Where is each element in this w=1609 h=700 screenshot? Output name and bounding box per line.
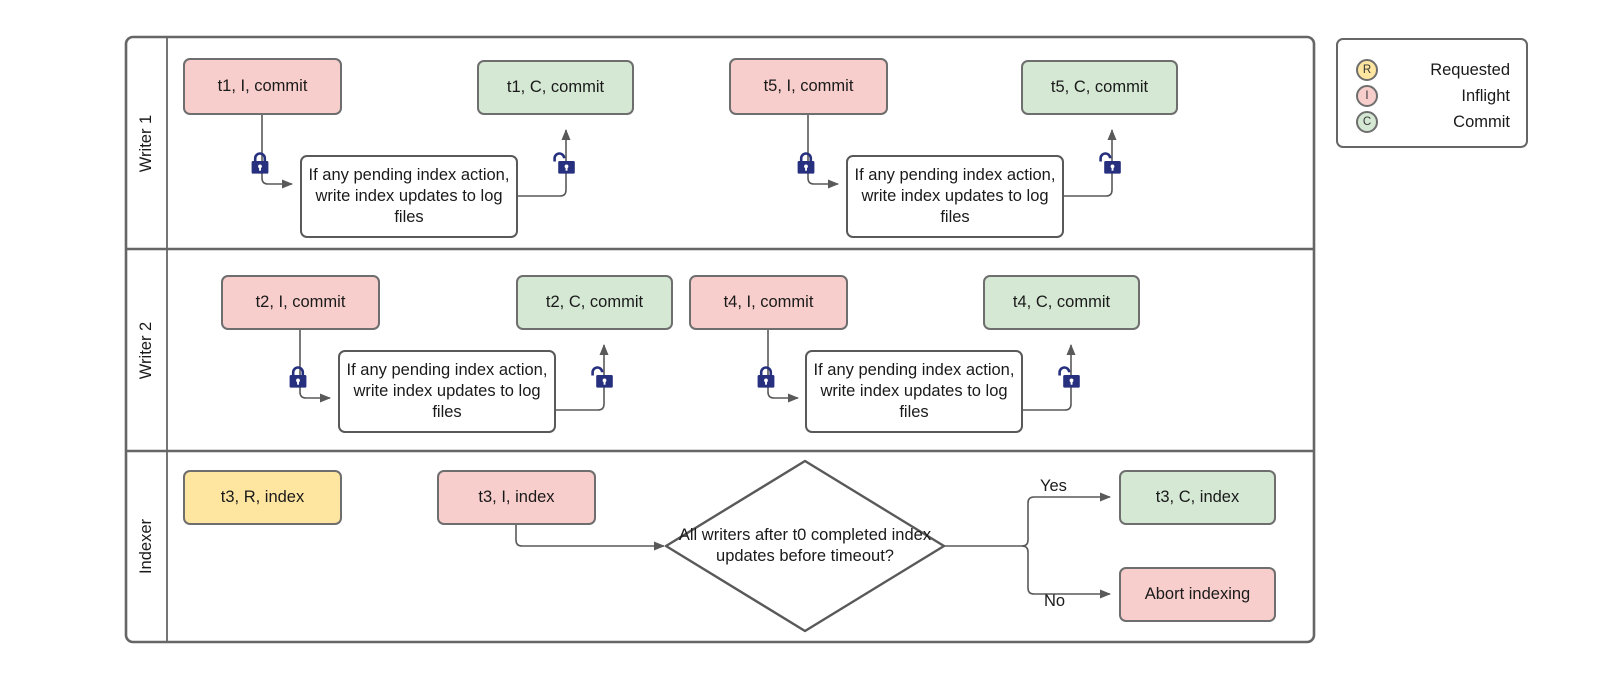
node-indexer-t3-commit[interactable]: t3, C, index	[1119, 470, 1276, 525]
lock-closed-icon	[289, 366, 307, 388]
legend-item-commit: C Commit	[1356, 109, 1512, 135]
edge-label-yes: Yes	[1040, 477, 1067, 495]
legend-item-inflight: I Inflight	[1356, 83, 1512, 109]
node-w1-index-action-b[interactable]: If any pending index action, write index…	[846, 155, 1064, 238]
node-w2-t4-inflight[interactable]: t4, I, commit	[689, 275, 848, 330]
legend-badge-requested-icon: R	[1356, 59, 1378, 81]
legend-panel: R Requested I Inflight C Commit	[1336, 38, 1528, 148]
node-w1-t5-commit[interactable]: t5, C, commit	[1021, 60, 1178, 115]
legend-badge-inflight-icon: I	[1356, 85, 1378, 107]
legend-label-inflight: Inflight	[1461, 86, 1510, 105]
legend-badge-commit-icon: C	[1356, 111, 1378, 133]
lane-label-writer-2: Writer 2	[126, 249, 167, 451]
node-w2-t2-inflight[interactable]: t2, I, commit	[221, 275, 380, 330]
lane-label-writer-1: Writer 1	[126, 37, 167, 249]
lock-open-icon	[591, 366, 613, 388]
node-w1-index-action-a[interactable]: If any pending index action, write index…	[300, 155, 518, 238]
node-w2-t4-commit[interactable]: t4, C, commit	[983, 275, 1140, 330]
lane-label-writer-2-text: Writer 2	[137, 321, 156, 379]
lock-closed-icon	[251, 152, 269, 174]
lane-label-indexer: Indexer	[126, 451, 167, 642]
legend-label-requested: Requested	[1430, 60, 1510, 79]
legend-label-commit: Commit	[1453, 112, 1510, 131]
lock-closed-icon	[797, 152, 815, 174]
lane-label-indexer-text: Indexer	[137, 518, 156, 575]
node-indexer-t3-requested[interactable]: t3, R, index	[183, 470, 342, 525]
node-indexer-t3-inflight[interactable]: t3, I, index	[437, 470, 596, 525]
node-w1-t5-inflight[interactable]: t5, I, commit	[729, 58, 888, 115]
lock-open-icon	[1058, 366, 1080, 388]
node-indexer-abort[interactable]: Abort indexing	[1119, 567, 1276, 622]
edge-label-no: No	[1044, 592, 1066, 610]
node-w2-index-action-b[interactable]: If any pending index action, write index…	[805, 350, 1023, 433]
node-w2-t2-commit[interactable]: t2, C, commit	[516, 275, 673, 330]
node-w1-t1-commit[interactable]: t1, C, commit	[477, 60, 634, 115]
node-w2-index-action-a[interactable]: If any pending index action, write index…	[338, 350, 556, 433]
node-w1-t1-inflight[interactable]: t1, I, commit	[183, 58, 342, 115]
legend-item-requested: R Requested	[1356, 57, 1512, 83]
lane-label-writer-1-text: Writer 1	[137, 114, 156, 172]
lock-open-icon	[553, 152, 575, 174]
lock-open-icon	[1099, 152, 1121, 174]
lock-closed-icon	[757, 366, 775, 388]
